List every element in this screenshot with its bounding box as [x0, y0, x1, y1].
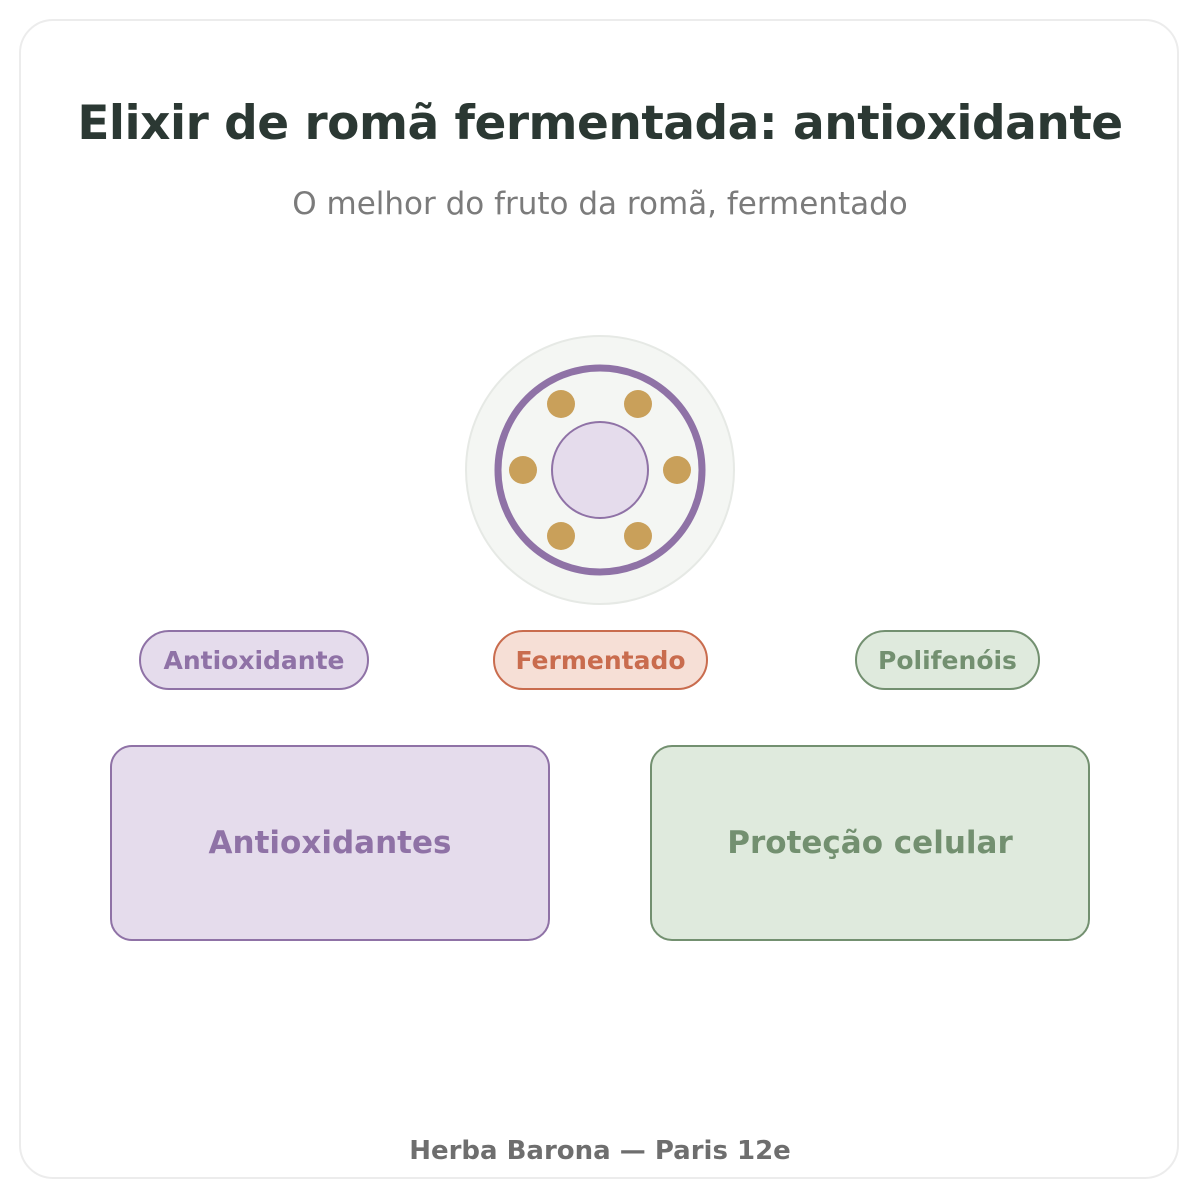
- card-antioxidantes: Antioxidantes: [110, 745, 550, 941]
- seed: [509, 456, 537, 484]
- footer-brand: Herba Barona — Paris 12e: [409, 1136, 791, 1166]
- page-subtitle: O melhor do fruto da romã, fermentado: [292, 186, 908, 222]
- seed: [624, 390, 652, 418]
- emblem-core: [551, 421, 649, 519]
- tag-antioxidante: Antioxidante: [139, 630, 369, 690]
- seed: [547, 390, 575, 418]
- seed: [547, 522, 575, 550]
- card-label: Proteção celular: [727, 825, 1013, 861]
- card-label: Antioxidantes: [208, 825, 452, 861]
- card-protecao-celular: Proteção celular: [650, 745, 1090, 941]
- tag-polifenois: Polifenóis: [855, 630, 1040, 690]
- seed: [624, 522, 652, 550]
- seed: [663, 456, 691, 484]
- tag-fermentado: Fermentado: [493, 630, 708, 690]
- pomegranate-icon: [465, 335, 735, 605]
- page-title: Elixir de romã fermentada: antioxidante: [77, 96, 1123, 151]
